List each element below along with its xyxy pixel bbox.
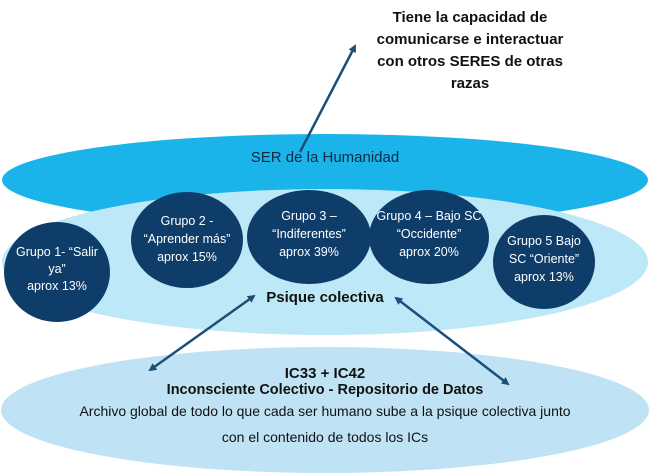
group-percent: aprox 39% [279,245,339,259]
top-note: Tiene la capacidad de comunicarse e inte… [377,9,564,92]
group-label: Grupo 4 – Bajo SC [377,209,482,223]
group-circle [131,192,243,288]
top-note-line: razas [451,75,489,92]
group-label: Grupo 2 - [161,214,214,228]
group-circle [4,222,110,322]
inconsciente-title: Inconsciente Colectivo - Repositorio de … [167,382,484,398]
ser-label: SER de la Humanidad [251,149,399,166]
group-label: Grupo 1- “Salir [16,245,98,259]
group-label: “Indiferentes” [272,227,346,241]
group-3: Grupo 3 – “Indiferentes” aprox 39% [247,190,371,284]
top-note-line: Tiene la capacidad de [393,9,548,26]
right-double-arrow [394,296,510,386]
inconsciente-description: Archivo global de todo lo que cada ser h… [79,403,570,419]
group-circle [369,190,489,284]
group-percent: aprox 13% [514,270,574,284]
group-circle [493,215,595,309]
group-label: ya” [48,262,65,276]
group-percent: aprox 13% [27,279,87,293]
group-5: Grupo 5 Bajo SC “Oriente” aprox 13% [493,215,595,309]
inconsciente-description: con el contenido de todos los ICs [222,429,428,445]
top-note-line: comunicarse e interactuar [377,31,564,48]
communication-arrow [298,44,357,153]
group-4: Grupo 4 – Bajo SC “Occidente” aprox 20% [369,190,489,284]
left-double-arrow [148,294,256,372]
top-note-line: con otros SERES de otras [377,53,563,70]
psique-label: Psique colectiva [266,289,384,306]
group-label: Grupo 5 Bajo [507,234,581,248]
group-percent: aprox 20% [399,245,459,259]
ic-label: IC33 + IC42 [285,365,365,382]
group-circle [247,190,371,284]
group-percent: aprox 15% [157,250,217,264]
group-2: Grupo 2 - “Aprender más” aprox 15% [131,192,243,288]
group-label: “Occidente” [397,227,462,241]
group-1: Grupo 1- “Salir ya” aprox 13% [4,222,110,322]
group-label: Grupo 3 – [281,209,337,223]
group-label: SC “Oriente” [509,252,579,266]
group-label: “Aprender más” [144,232,231,246]
